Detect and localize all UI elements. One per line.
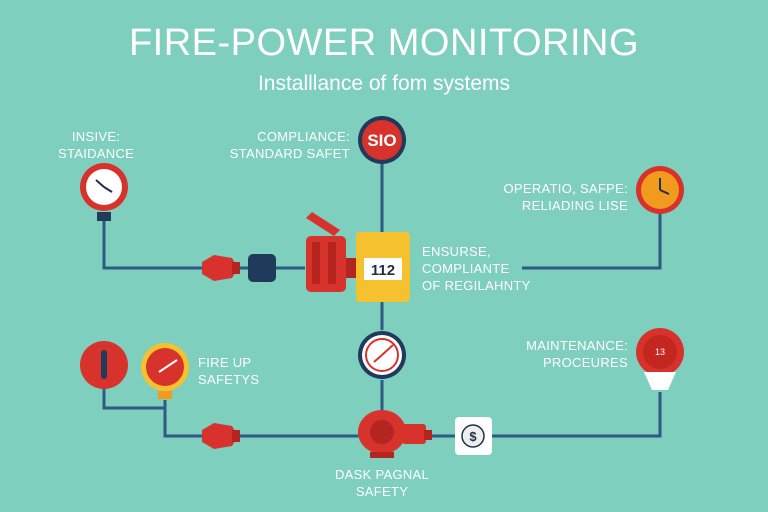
meter-value: 112 — [371, 262, 395, 279]
label-fire-up: FIRE UP SAFETYS — [198, 354, 259, 388]
page-title: FIRE-POWER MONITORING — [128, 22, 640, 64]
pump-icon — [358, 410, 432, 458]
pipe-bottom-left — [163, 400, 210, 438]
label-line: SAFETY — [355, 484, 409, 499]
dollar-symbol: $ — [469, 429, 477, 444]
label-line: OPERATIO, SAFPE: — [503, 181, 628, 196]
label-line: SAFETYS — [198, 372, 260, 387]
label-insive: INSIVE: STAIDANCE — [58, 128, 134, 162]
sign-text: SIO — [367, 131, 396, 150]
pipe-connector-icon — [202, 423, 240, 449]
bulb-text: 13 — [655, 347, 665, 357]
label-line: FIRE UP — [198, 355, 252, 370]
label-maintenance: MAINTENANCE: PROCEURES — [500, 337, 628, 371]
pipe-bottom-end — [492, 392, 662, 438]
timer-icon — [636, 166, 684, 214]
label-line: RELIADING LISE — [521, 198, 628, 213]
label-line: COMPLIANCE: — [257, 129, 350, 144]
pipe-left-top — [102, 220, 210, 270]
pressure-gauge-icon — [358, 331, 406, 379]
label-line: STANDARD SAFET — [229, 146, 350, 161]
clock-icon — [80, 163, 128, 221]
compliance-sign-icon: SIO — [358, 116, 406, 164]
page-subtitle: Installlance of fom systems — [257, 72, 511, 95]
label-ensurse: ENSURSE, COMPLIANTE OF REGILAHNTY — [422, 243, 531, 294]
label-line: OF REGILAHNTY — [422, 278, 531, 293]
valve-icon — [306, 212, 356, 292]
alarm-bulb-icon: 13 — [636, 328, 684, 390]
coupler-icon — [248, 254, 276, 282]
label-line: COMPLIANTE — [422, 261, 510, 276]
dollar-meter-icon: $ — [455, 417, 492, 455]
label-line: DASK PAGNAL — [334, 467, 430, 482]
label-line: MAINTENANCE: — [526, 338, 628, 353]
label-operatio: OPERATIO, SAFPE: RELIADING LISE — [480, 180, 628, 214]
label-compliance: COMPLIANCE: STANDARD SAFET — [222, 128, 350, 162]
label-line: PROCEURES — [542, 355, 628, 370]
label-line: STAIDANCE — [58, 146, 135, 161]
pipe-wrench-down — [102, 388, 165, 410]
fire-gauge-icon — [141, 343, 189, 399]
meter-box: 112 — [356, 232, 410, 302]
label-line: INSIVE: — [71, 129, 121, 144]
label-dask: DASK PAGNAL SAFETY — [322, 466, 442, 500]
pipe-network — [102, 162, 662, 438]
label-line: ENSURSE, — [422, 244, 491, 259]
wrench-icon — [80, 341, 128, 389]
pipe-right-top — [522, 212, 662, 270]
pipe-connector-icon — [202, 255, 240, 281]
